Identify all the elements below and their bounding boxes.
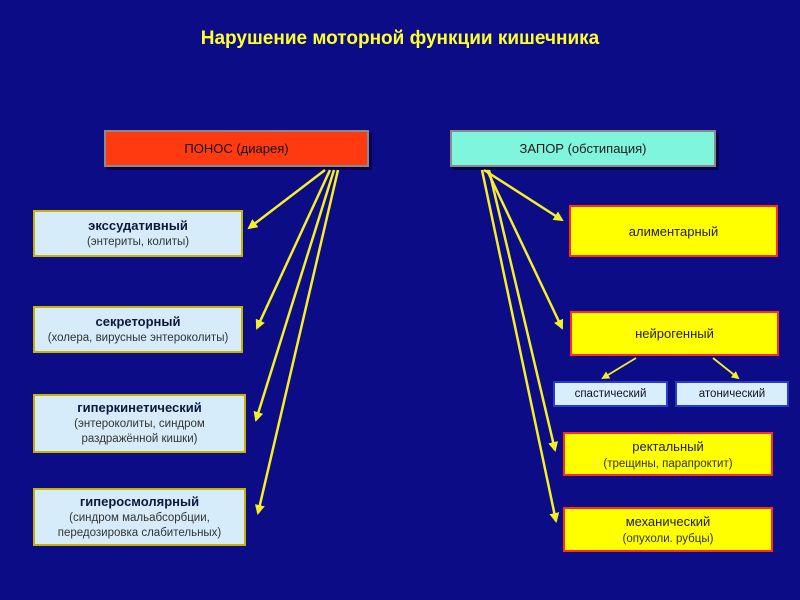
mechanical-title: механический	[625, 514, 711, 529]
mechanical-sub: (опухоли. рубцы)	[622, 533, 714, 545]
arrow-to-atonic	[712, 357, 740, 380]
hyperosmolar-sub: (синдром мальабсорбции, передозировка сл…	[57, 511, 222, 539]
exudative-box: экссудативный (энтериты, колиты)	[33, 210, 243, 257]
rectal-box: ректальный (трещины, парапроктит)	[563, 432, 773, 476]
hyperosmolar-title: гиперосмолярный	[79, 493, 200, 509]
rectal-title: ректальный	[632, 438, 704, 454]
arrow-to-alimentary	[483, 168, 564, 222]
hyperosmolar-box: гиперосмолярный (синдром мальабсорбции, …	[33, 488, 246, 546]
alimentary-box: алиментарный	[569, 205, 778, 257]
page-title: Нарушение моторной функции кишечника	[200, 28, 600, 49]
arrow-to-hyperosmolar	[254, 169, 340, 515]
hyperkinetic-sub: (энтероколиты, синдром раздражённой кишк…	[74, 418, 205, 445]
arrow-to-exudative	[247, 169, 326, 230]
arrow-to-neurogenic	[485, 169, 564, 330]
exudative-title: экссудативный	[88, 217, 188, 233]
arrow-to-hyperkinetic	[253, 169, 336, 422]
diarrhea-header: ПОНОС (диарея)	[104, 130, 369, 167]
arrow-to-mechanical	[480, 169, 560, 523]
atonic-box: атонический	[675, 381, 789, 407]
alimentary-title: алиментарный	[628, 223, 719, 239]
arrow-to-rectal	[487, 169, 559, 452]
neurogenic-title: нейрогенный	[635, 326, 714, 341]
exudative-sub: (энтериты, колиты)	[86, 235, 190, 248]
spastic-box: спастический	[553, 381, 668, 407]
hyperkinetic-title: гиперкинетический	[77, 400, 202, 415]
arrow-to-spastic	[601, 357, 637, 380]
rectal-sub: (трещины, парапроктит)	[603, 457, 733, 470]
constipation-header: ЗАПОР (обстипация)	[450, 130, 716, 167]
secretory-sub: (холера, вирусные энтероколиты)	[47, 331, 229, 344]
neurogenic-box: нейрогенный	[570, 311, 779, 356]
secretory-title: секреторный	[95, 313, 181, 329]
hyperkinetic-box: гиперкинетический (энтероколиты, синдром…	[33, 394, 246, 453]
secretory-box: секреторный (холера, вирусные энтероколи…	[33, 306, 243, 353]
arrow-to-secretory	[255, 169, 332, 330]
mechanical-box: механический (опухоли. рубцы)	[563, 507, 773, 552]
